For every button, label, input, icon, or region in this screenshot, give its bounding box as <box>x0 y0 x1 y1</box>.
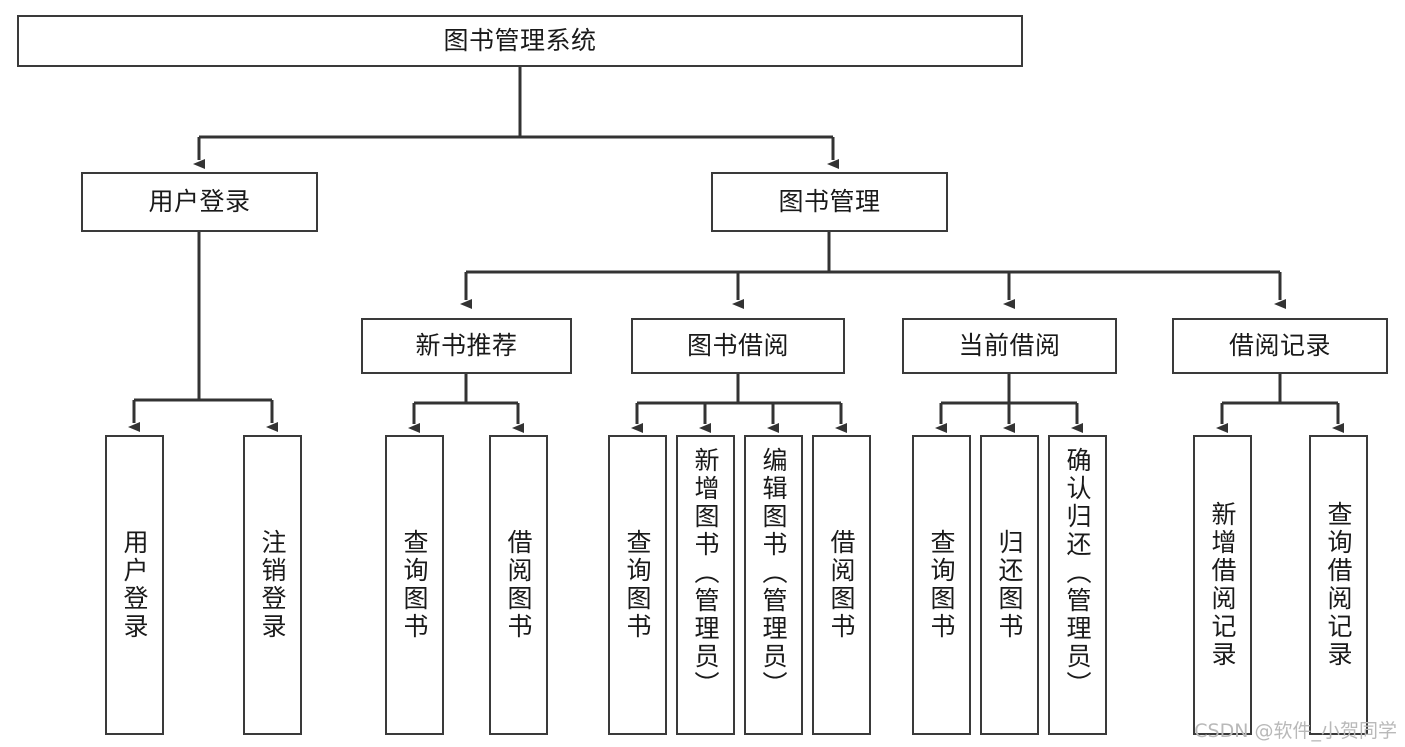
node-leaf-query-book-1[interactable]: 查询图书 <box>385 435 444 735</box>
node-leaf-confirm-return-label: 确认归还（管理员） <box>1063 447 1092 699</box>
node-new-book-rec[interactable]: 新书推荐 <box>361 318 572 374</box>
node-leaf-add-book-label: 新增图书（管理员） <box>691 447 720 699</box>
node-current-borrow-label: 当前借阅 <box>958 331 1061 361</box>
node-leaf-logout[interactable]: 注销登录 <box>243 435 302 735</box>
node-user-login[interactable]: 用户登录 <box>81 172 318 232</box>
node-leaf-add-book[interactable]: 新增图书（管理员） <box>676 435 735 735</box>
node-leaf-user-login-label: 用户登录 <box>120 529 149 641</box>
node-user-login-label: 用户登录 <box>148 187 251 217</box>
node-book-manage[interactable]: 图书管理 <box>711 172 948 232</box>
node-leaf-query-book-1-label: 查询图书 <box>400 529 429 641</box>
node-leaf-query-record[interactable]: 查询借阅记录 <box>1309 435 1368 735</box>
node-leaf-borrow-book-1-label: 借阅图书 <box>504 529 533 641</box>
node-leaf-borrow-book-1[interactable]: 借阅图书 <box>489 435 548 735</box>
node-root[interactable]: 图书管理系统 <box>17 15 1023 67</box>
node-leaf-query-book-2[interactable]: 查询图书 <box>608 435 667 735</box>
node-leaf-query-book-2-label: 查询图书 <box>623 529 652 641</box>
node-leaf-logout-label: 注销登录 <box>258 529 287 641</box>
node-leaf-borrow-book-2[interactable]: 借阅图书 <box>812 435 871 735</box>
node-leaf-confirm-return[interactable]: 确认归还（管理员） <box>1048 435 1107 735</box>
csdn-watermark: CSDN @软件_小贺同学 <box>1194 720 1397 742</box>
node-leaf-edit-book-label: 编辑图书（管理员） <box>759 447 788 699</box>
node-book-manage-label: 图书管理 <box>778 187 881 217</box>
node-borrow-record-label: 借阅记录 <box>1228 331 1331 361</box>
node-leaf-add-record-label: 新增借阅记录 <box>1208 501 1237 669</box>
node-leaf-query-record-label: 查询借阅记录 <box>1324 501 1353 669</box>
node-root-label: 图书管理系统 <box>443 26 597 56</box>
node-new-book-rec-label: 新书推荐 <box>415 331 518 361</box>
node-current-borrow[interactable]: 当前借阅 <box>902 318 1117 374</box>
node-book-borrow-label: 图书借阅 <box>686 331 789 361</box>
node-leaf-borrow-book-2-label: 借阅图书 <box>827 529 856 641</box>
node-leaf-user-login[interactable]: 用户登录 <box>105 435 164 735</box>
node-leaf-return-book-label: 归还图书 <box>995 529 1024 641</box>
node-borrow-record[interactable]: 借阅记录 <box>1172 318 1388 374</box>
node-book-borrow[interactable]: 图书借阅 <box>631 318 845 374</box>
node-leaf-query-book-3[interactable]: 查询图书 <box>912 435 971 735</box>
node-leaf-query-book-3-label: 查询图书 <box>927 529 956 641</box>
node-leaf-edit-book[interactable]: 编辑图书（管理员） <box>744 435 803 735</box>
node-leaf-add-record[interactable]: 新增借阅记录 <box>1193 435 1252 735</box>
node-leaf-return-book[interactable]: 归还图书 <box>980 435 1039 735</box>
